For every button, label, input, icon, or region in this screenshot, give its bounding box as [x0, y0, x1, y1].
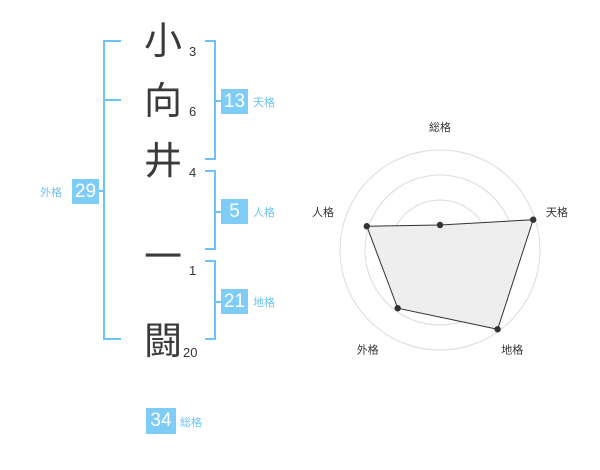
stroke-count-3: 4 — [189, 165, 197, 180]
radar-axis-label-0: 総格 — [429, 120, 451, 134]
radar-ring-4 — [339, 149, 541, 351]
name-char-1: 小 — [143, 19, 182, 63]
gaikaku-bracket-bottom — [103, 338, 121, 340]
chikaku-label: 地格 — [253, 296, 275, 309]
jinkaku-value: 5 — [221, 199, 248, 224]
stroke-count-4: 1 — [189, 263, 197, 278]
radar-axis-label-1: 天格 — [546, 205, 568, 219]
gaikaku-bracket-top — [103, 40, 121, 42]
tenkaku-label: 天格 — [253, 96, 275, 109]
tenkaku-bracket-bottom — [205, 158, 216, 160]
tenkaku-bracket-top — [205, 40, 216, 42]
soukaku-label: 総格 — [180, 416, 202, 429]
radar-point-0 — [436, 221, 444, 229]
name-char-2: 向 — [143, 79, 182, 123]
tenkaku-connector — [214, 100, 222, 102]
radar-point-1 — [530, 216, 537, 223]
chikaku-connector — [214, 301, 222, 303]
radar-axis-label-3: 外格 — [357, 343, 379, 357]
gaikaku-bracket-mid — [103, 99, 121, 101]
gaikaku-bracket — [103, 40, 105, 340]
jinkaku-bracket-top — [205, 170, 216, 172]
chikaku-bracket-bottom — [205, 338, 216, 340]
tenkaku-value: 13 — [221, 89, 248, 114]
name-char-5: 闘 — [143, 319, 182, 363]
radar-axis-label-4: 人格 — [312, 205, 334, 219]
radar-point-4 — [363, 223, 370, 230]
gaikaku-connector — [98, 190, 104, 192]
name-char-3: 井 — [143, 139, 182, 183]
stroke-count-5: 20 — [183, 345, 198, 360]
radar-points — [363, 216, 537, 333]
radar-axis-label-2: 地格 — [501, 343, 523, 357]
gaikaku-value: 29 — [72, 179, 99, 204]
stroke-count-1: 3 — [189, 44, 197, 59]
chikaku-value: 21 — [221, 289, 248, 314]
name-char-4: 一 — [143, 235, 182, 279]
jinkaku-connector — [214, 211, 222, 213]
chikaku-bracket-top — [205, 260, 216, 262]
jinkaku-label: 人格 — [253, 206, 275, 219]
stroke-count-2: 6 — [189, 104, 197, 119]
radar-point-2 — [494, 326, 501, 333]
radar-point-3 — [394, 305, 401, 312]
soukaku-value: 34 — [146, 408, 176, 434]
jinkaku-bracket — [214, 170, 216, 250]
chikaku-bracket — [214, 260, 216, 340]
jinkaku-bracket-bottom — [205, 248, 216, 250]
gaikaku-label: 外格 — [40, 186, 62, 199]
radar-polygon — [366, 219, 534, 330]
